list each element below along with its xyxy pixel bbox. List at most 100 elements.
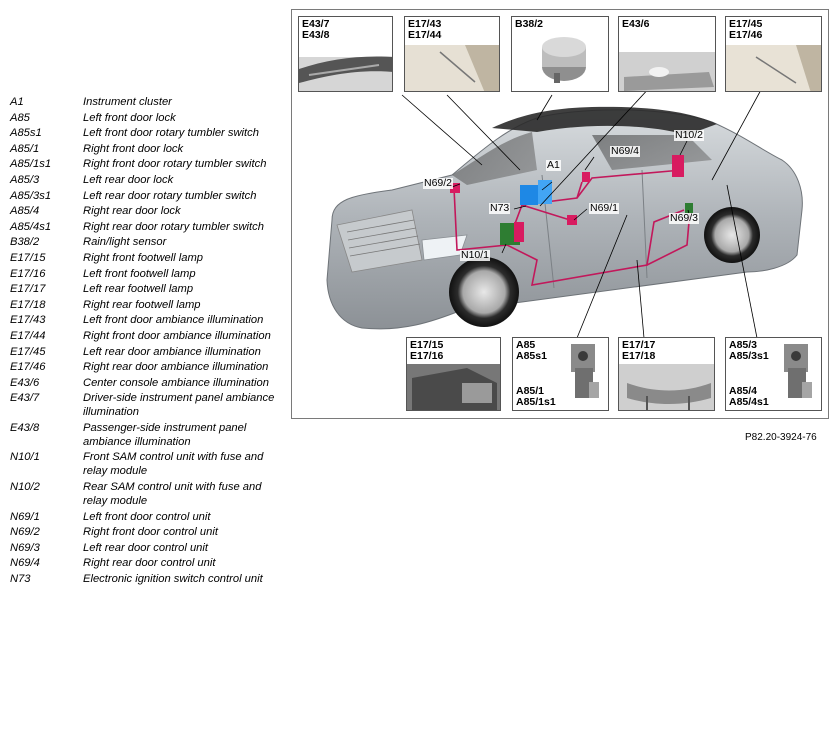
- legend-description: Right rear door lock: [83, 205, 181, 218]
- callout-n69-4: N69/4: [610, 145, 641, 157]
- inset-e17-45-e17-46: E17/45 E17/46: [725, 16, 822, 92]
- legend-code: N69/3: [10, 541, 40, 554]
- vehicle-diagram: E43/7 E43/8 E17/43 E17/44 B38/2 E43/6: [291, 9, 829, 419]
- component-n69-3: [685, 203, 693, 213]
- rear-door-lock-photo: [784, 344, 812, 398]
- legend-code: A85s1: [10, 127, 42, 140]
- legend-code: E43/6: [10, 376, 40, 389]
- callout-n69-2: N69/2: [423, 177, 454, 189]
- callout-n69-3: N69/3: [669, 212, 700, 224]
- legend-description: Right rear footwell lamp: [83, 298, 201, 311]
- front-door-lock-photo: [571, 344, 599, 398]
- legend-item: E43/8 Passenger-side instrument panel amb…: [10, 421, 280, 449]
- inset-e17-15-e17-16: E17/15 E17/16: [406, 337, 501, 411]
- inset-a85-3-a85-4: A85/3 A85/3s1 A85/4 A85/4s1: [725, 337, 822, 411]
- rear-wheel: [704, 207, 760, 263]
- legend-item: A85/4s1 Right rear door rotary tumbler sw…: [10, 220, 280, 234]
- legend-description: Left rear door lock: [83, 173, 174, 186]
- component-n69-4: [582, 172, 590, 182]
- component-n73: [520, 185, 538, 205]
- inset-label-e17-46: E17/46: [729, 29, 763, 41]
- inset-label-e17-18: E17/18: [622, 350, 656, 362]
- legend-description: Left rear door control unit: [83, 541, 208, 554]
- legend-description: Left rear door ambiance illumination: [83, 345, 261, 358]
- legend-item: A1 Instrument cluster: [10, 95, 280, 109]
- front-wheel: [449, 257, 519, 327]
- inset-label-e43-7: E43/7: [302, 18, 330, 30]
- inset-e17-43-e17-44: E17/43 E17/44: [404, 16, 500, 92]
- inset-label-e43-6: E43/6: [622, 18, 650, 30]
- legend-description: Rain/light sensor: [83, 236, 167, 249]
- inset-label-a85s1: A85s1: [516, 350, 547, 362]
- legend-item: A85s1 Left front door rotary tumbler swit…: [10, 126, 280, 140]
- inset-label-e17-43: E17/43: [408, 18, 442, 30]
- legend-code: A85/4: [10, 205, 40, 218]
- legend-code: A1: [10, 96, 24, 108]
- callout-n73: N73: [489, 202, 511, 214]
- inset-label-a85-4s1: A85/4s1: [729, 396, 769, 408]
- inset-a85-a85-1: A85 A85s1 A85/1 A85/1s1: [512, 337, 609, 411]
- legend-code: B38/2: [10, 236, 40, 249]
- legend-description: Right rear door rotary tumbler switch: [83, 220, 264, 233]
- legend-item: B38/2 Rain/light sensor: [10, 235, 280, 249]
- legend-description: Front SAM control unit with fuse and rel…: [83, 451, 264, 478]
- legend-description: Right rear door ambiance illumination: [83, 361, 269, 374]
- legend-code: E17/46: [10, 361, 46, 374]
- callout-n69-1: N69/1: [589, 202, 620, 214]
- legend-description: Passenger-side instrument panel ambiance…: [83, 421, 247, 448]
- legend-code: E43/7: [10, 392, 40, 405]
- inset-label-b38-2: B38/2: [515, 18, 544, 30]
- legend-code: E17/45: [10, 345, 46, 358]
- legend-code: E17/15: [10, 251, 46, 264]
- legend-description: Driver-side instrument panel ambiance il…: [83, 392, 275, 419]
- legend-description: Right front door ambiance illumination: [83, 329, 271, 342]
- legend-description: Left front door ambiance illumination: [83, 314, 264, 327]
- inset-label-a85-1: A85/1: [516, 385, 545, 397]
- legend-code: A85/4s1: [10, 220, 52, 233]
- legend-code: A85/3: [10, 173, 40, 186]
- legend-item: N69/3 Left rear door control unit: [10, 541, 280, 555]
- inset-e43-7-e43-8: E43/7 E43/8: [298, 16, 393, 92]
- inset-label-a85-1s1: A85/1s1: [516, 396, 556, 408]
- legend-description: Left front door rotary tumbler switch: [83, 127, 259, 140]
- legend-code: N69/2: [10, 526, 40, 539]
- legend-description: Right front footwell lamp: [83, 251, 204, 264]
- inset-label-a85-3s1: A85/3s1: [729, 350, 769, 362]
- figure-reference: P82.20-3924-76: [745, 432, 817, 443]
- component-n10-1-fuses: [514, 222, 524, 242]
- inset-label-e17-16: E17/16: [410, 350, 444, 362]
- front-footwell-photo: [407, 364, 500, 410]
- legend-description: Instrument cluster: [83, 96, 172, 108]
- car-illustration: [326, 84, 803, 356]
- component-n69-1: [567, 215, 577, 225]
- rain-sensor-photo: [542, 37, 586, 83]
- inset-label-e17-44: E17/44: [408, 29, 442, 41]
- inset-label-a85-3: A85/3: [729, 339, 758, 351]
- legend-description: Left front door control unit: [83, 510, 211, 523]
- legend-code: A85/3s1: [10, 189, 52, 202]
- inset-label-e17-15: E17/15: [410, 339, 444, 351]
- legend-code: E17/43: [10, 314, 46, 327]
- inset-b38-2: B38/2: [511, 16, 609, 92]
- legend-code: E17/44: [10, 329, 46, 342]
- callout-n10-1: N10/1: [460, 249, 491, 261]
- legend-item: E17/45 Left rear door ambiance illuminati…: [10, 345, 280, 359]
- inset-label-e43-8: E43/8: [302, 29, 330, 41]
- legend-description: Right rear door control unit: [83, 557, 216, 570]
- legend-code: N73: [10, 573, 31, 586]
- legend-description: Left front footwell lamp: [83, 267, 196, 280]
- legend-description: Left front door lock: [83, 111, 176, 124]
- legend-code: N69/1: [10, 510, 40, 523]
- door-trim-photo: [405, 45, 499, 91]
- legend-code: E43/8: [10, 421, 40, 434]
- legend-item: A85/4 Right rear door lock: [10, 204, 280, 218]
- legend-code: A85: [10, 111, 30, 124]
- inset-label-e17-45: E17/45: [729, 18, 763, 30]
